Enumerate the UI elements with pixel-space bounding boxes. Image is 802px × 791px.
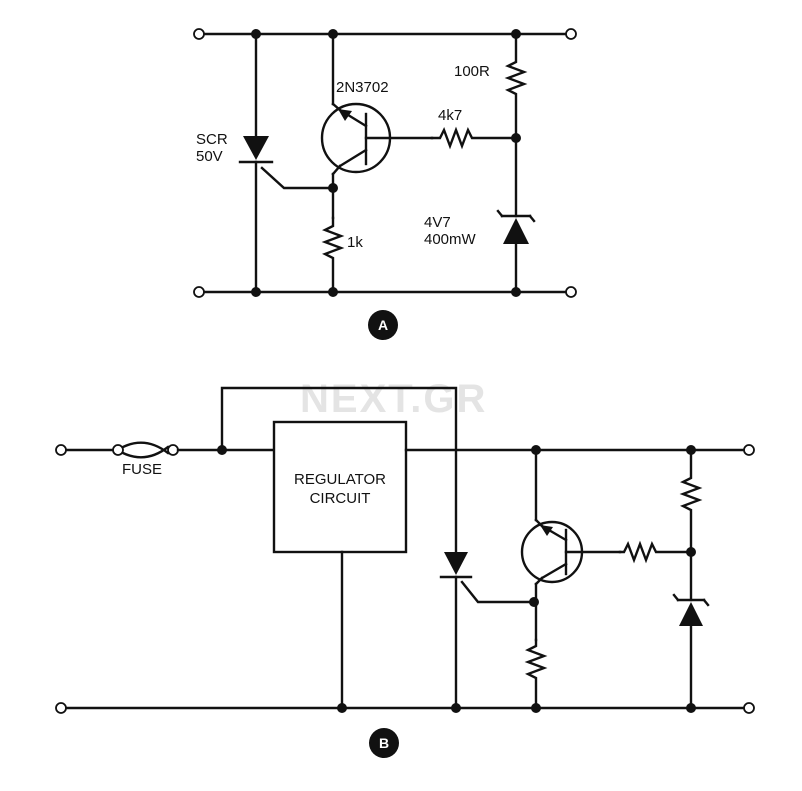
a-zener-label-1: 4V7 bbox=[424, 214, 451, 231]
b-regulator-block bbox=[272, 420, 408, 554]
b-resistor-base bbox=[618, 540, 693, 564]
b-regulator-label-1: REGULATOR bbox=[294, 471, 386, 488]
b-scr bbox=[439, 552, 536, 710]
b-terminal-out-top bbox=[743, 444, 755, 456]
a-transistor-2n3702 bbox=[320, 32, 434, 220]
b-fuse bbox=[112, 441, 179, 459]
a-r-top-label: 100R bbox=[454, 63, 490, 80]
b-regulator-label-2: CIRCUIT bbox=[310, 490, 371, 507]
a-resistor-4k7 bbox=[430, 126, 518, 150]
b-badge-label: B bbox=[379, 735, 389, 751]
b-zener bbox=[672, 550, 710, 710]
a-r-base-label: 4k7 bbox=[438, 107, 462, 124]
circuit-a: SCR 50V 2N3702 4k7 100R 1k 4V7 400mW A bbox=[193, 28, 577, 340]
a-terminal-top-left bbox=[193, 28, 205, 40]
a-badge-label: A bbox=[378, 317, 388, 333]
circuit-b: REGULATOR CIRCUIT bbox=[55, 386, 755, 758]
b-terminal-in-bottom bbox=[55, 702, 67, 714]
b-resistor-top bbox=[679, 448, 703, 554]
a-scr-label-2: 50V bbox=[196, 148, 223, 165]
b-badge bbox=[369, 728, 399, 758]
b-terminal-out-bottom bbox=[743, 702, 755, 714]
b-terminal-in-top bbox=[55, 444, 67, 456]
b-scr-supply-wire bbox=[220, 386, 458, 554]
a-scr bbox=[238, 32, 335, 294]
a-terminal-bottom-right bbox=[565, 286, 577, 298]
a-zener-4v7 bbox=[496, 136, 536, 294]
a-terminal-top-right bbox=[565, 28, 577, 40]
b-transistor bbox=[520, 448, 622, 642]
a-zener-label-2: 400mW bbox=[424, 231, 477, 248]
a-transistor-label: 2N3702 bbox=[336, 79, 389, 96]
watermark: NEXT.GR bbox=[300, 377, 487, 421]
a-badge bbox=[368, 310, 398, 340]
a-r-bottom-label: 1k bbox=[347, 234, 363, 251]
a-resistor-100r bbox=[504, 32, 528, 140]
a-scr-label-1: SCR bbox=[196, 131, 228, 148]
b-resistor-lower bbox=[524, 638, 548, 710]
a-terminal-bottom-left bbox=[193, 286, 205, 298]
a-resistor-1k bbox=[321, 216, 345, 294]
b-fuse-label: FUSE bbox=[122, 461, 162, 478]
